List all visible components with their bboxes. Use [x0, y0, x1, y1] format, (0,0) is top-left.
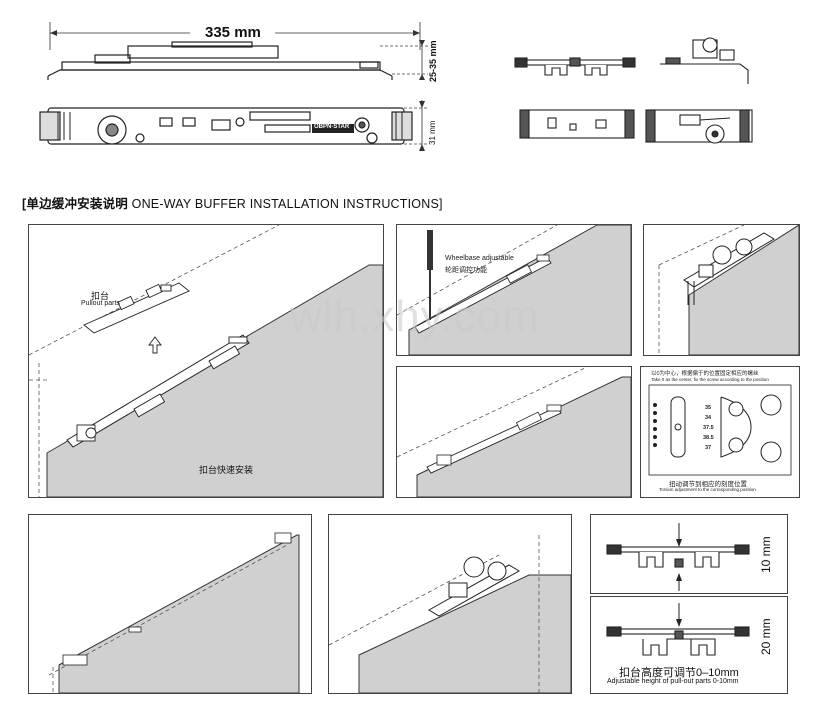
pullout-label-cn: 扣台 — [91, 291, 110, 301]
section-title-en: ONE-WAY BUFFER INSTALLATION INSTRUCTIONS… — [131, 197, 443, 211]
scale-mark-0: 35 — [705, 405, 712, 411]
hinge-top-illustration — [329, 535, 571, 693]
position-footer-cn: 扭动调节到相应的刻度位置 — [669, 481, 747, 488]
hinge-closeup-illustration — [658, 225, 799, 355]
height-dimension-top-label: 25-35 mm — [428, 40, 438, 82]
adjust-20mm-illustration — [606, 603, 750, 656]
door-full-illustration — [48, 532, 300, 693]
adjust-bottom-label: 20 mm — [759, 618, 773, 655]
rail-mounted-illustration — [397, 367, 631, 497]
position-heading-en: Take 0 as the center, fix the screw acco… — [651, 377, 769, 382]
scale-mark-1: 34 — [705, 415, 712, 421]
step-panel-adjust-20mm: 20 mm 扣台高度可调节0–10mm Adjustable height of… — [590, 596, 788, 694]
door-illustration — [29, 225, 383, 497]
section-title: [单边缓冲安装说明 ONE-WAY BUFFER INSTALLATION IN… — [22, 193, 443, 212]
step-panel-quick-install: 扣台 Pullout parts 扣台快速安装 — [28, 224, 384, 498]
step-panel-wheelbase: Wheelbase adjustable 轮距调控功能 — [396, 224, 632, 356]
adjust-10mm-illustration — [606, 523, 750, 591]
step-panel-hinge-top — [328, 514, 572, 694]
side-view-drawings — [39, 22, 753, 151]
step-panel-closeup — [643, 224, 800, 356]
adjust-caption-cn: 扣台高度可调节0–10mm — [619, 667, 739, 679]
position-scale-illustration — [648, 384, 792, 476]
pullout-label-en: Pullout parts — [81, 300, 120, 307]
step-panel-rail — [396, 366, 632, 498]
screwdriver-illustration — [397, 225, 631, 355]
plate-brand-text: OBPN-STAR — [314, 124, 350, 130]
adjust-top-label: 10 mm — [759, 536, 773, 573]
scale-mark-4: 37 — [705, 445, 712, 451]
step-panel-adjust-10mm: 10 mm — [590, 514, 788, 594]
quick-install-label: 扣台快速安装 — [199, 465, 254, 475]
height-dimension-bottom-label: 31 mm — [428, 120, 437, 145]
position-footer-en: Torsion adjustment to the corresponding … — [659, 487, 756, 492]
watermark-text: wlh.xhy.com — [290, 292, 540, 341]
wheelbase-label-cn: 轮距调控功能 — [445, 267, 487, 274]
wheelbase-label-en: Wheelbase adjustable — [445, 255, 514, 262]
width-dimension-label: 335 mm — [205, 24, 261, 41]
step-panel-position: 以0为中心，根据偏于的位置固定相应的螺丝 Take 0 as the cente… — [640, 366, 800, 498]
scale-mark-3: 38.5 — [703, 435, 714, 441]
scale-mark-2: 37.5 — [703, 425, 714, 431]
adjust-caption-en: Adjustable height of pull-out parts 0-10… — [607, 678, 739, 685]
section-title-cn: [单边缓冲安装说明 — [22, 197, 128, 211]
position-heading-cn: 以0为中心，根据偏于的位置固定相应的螺丝 — [651, 371, 759, 377]
step-panel-complete — [28, 514, 312, 694]
